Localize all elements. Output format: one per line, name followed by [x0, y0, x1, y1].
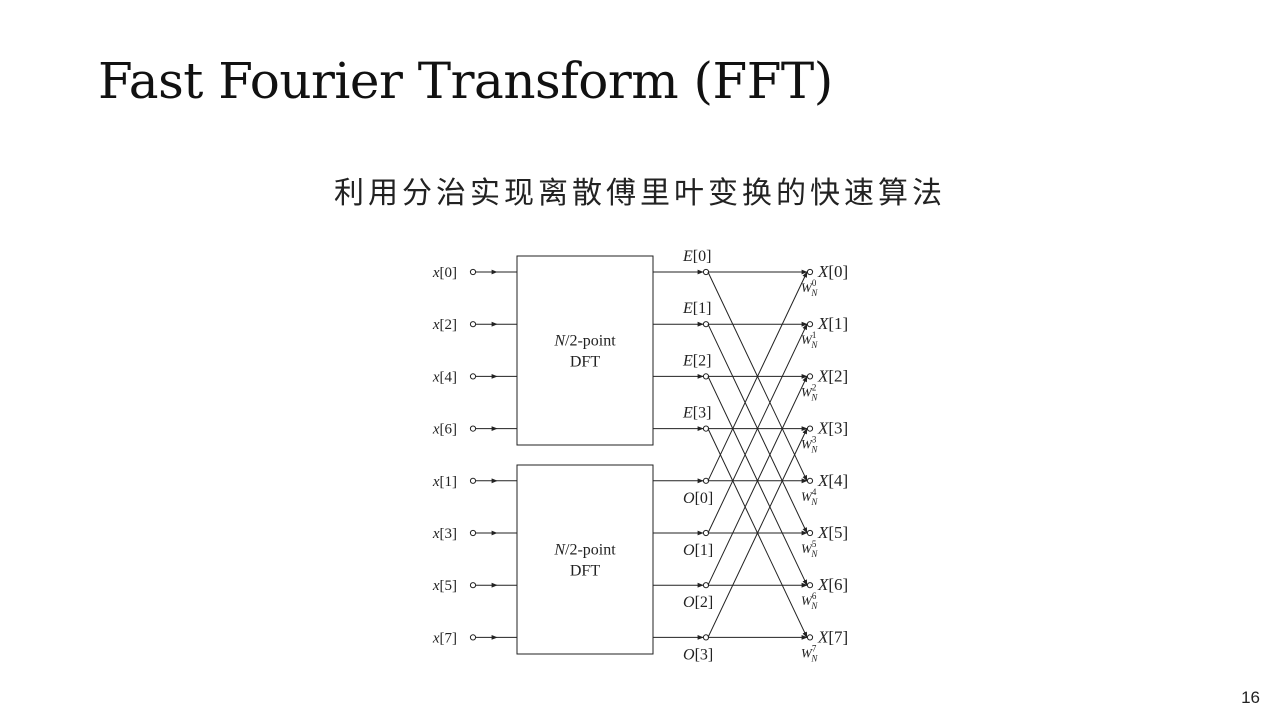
output-label: X[2] — [817, 366, 848, 385]
input-label: x[6] — [432, 422, 457, 438]
output-node — [806, 477, 814, 484]
input-node — [469, 321, 477, 328]
input-label: x[7] — [432, 630, 457, 646]
output-label: X[3] — [817, 419, 848, 438]
intermediate-node — [702, 634, 710, 641]
output-label: X[1] — [817, 314, 848, 333]
output-node — [806, 321, 814, 328]
output-label: X[6] — [817, 575, 848, 594]
output-node — [806, 582, 814, 589]
output-label: X[4] — [817, 471, 848, 490]
input-node — [469, 425, 477, 432]
output-node — [806, 373, 814, 380]
intermediate-node — [702, 425, 710, 432]
butterfly-edge — [707, 271, 808, 482]
dft-block-label: N/2-point — [553, 333, 616, 350]
butterfly-edge — [707, 375, 808, 586]
input-label: x[3] — [432, 526, 457, 542]
input-label: x[4] — [432, 369, 457, 385]
intermediate-node — [702, 268, 710, 276]
intermediate-node — [702, 477, 710, 484]
input-node — [469, 268, 477, 276]
butterfly-edge — [707, 323, 808, 534]
intermediate-label: E[2] — [682, 352, 711, 369]
input-label: x[2] — [432, 317, 457, 333]
input-label: x[1] — [432, 474, 457, 490]
intermediate-label: E[3] — [682, 405, 711, 422]
output-label: X[5] — [817, 523, 848, 542]
dft-block — [516, 255, 654, 446]
output-node — [806, 425, 814, 432]
intermediate-label: O[3] — [683, 646, 713, 663]
dft-block — [516, 464, 654, 655]
intermediate-label: O[2] — [683, 594, 713, 611]
input-node — [469, 373, 477, 380]
page-number: 16 — [1241, 688, 1260, 707]
input-node — [469, 582, 477, 589]
slide-title: Fast Fourier Transform (FFT) — [98, 52, 833, 110]
intermediate-label: E[1] — [682, 300, 711, 317]
input-node — [469, 477, 477, 484]
output-node — [806, 529, 814, 537]
intermediate-node — [702, 582, 710, 589]
intermediate-node — [702, 529, 710, 537]
intermediate-node — [702, 373, 710, 380]
dft-block-label: DFT — [570, 563, 600, 580]
intermediate-label: O[0] — [683, 490, 713, 507]
output-node — [806, 634, 814, 641]
intermediate-node — [702, 321, 710, 328]
dft-block-label: N/2-point — [553, 542, 616, 559]
input-node — [469, 529, 477, 537]
dft-block-label: DFT — [570, 354, 600, 371]
input-node — [469, 634, 477, 641]
butterfly-edge — [707, 428, 808, 638]
intermediate-label: O[1] — [683, 542, 713, 559]
output-label: X[7] — [817, 627, 848, 646]
slide-subtitle: 利用分治实现离散傅里叶变换的快速算法 — [334, 176, 946, 211]
input-label: x[0] — [432, 265, 457, 281]
input-label: x[5] — [432, 578, 457, 594]
intermediate-label: E[0] — [682, 248, 711, 265]
output-node — [806, 268, 814, 276]
output-label: X[0] — [817, 262, 848, 281]
